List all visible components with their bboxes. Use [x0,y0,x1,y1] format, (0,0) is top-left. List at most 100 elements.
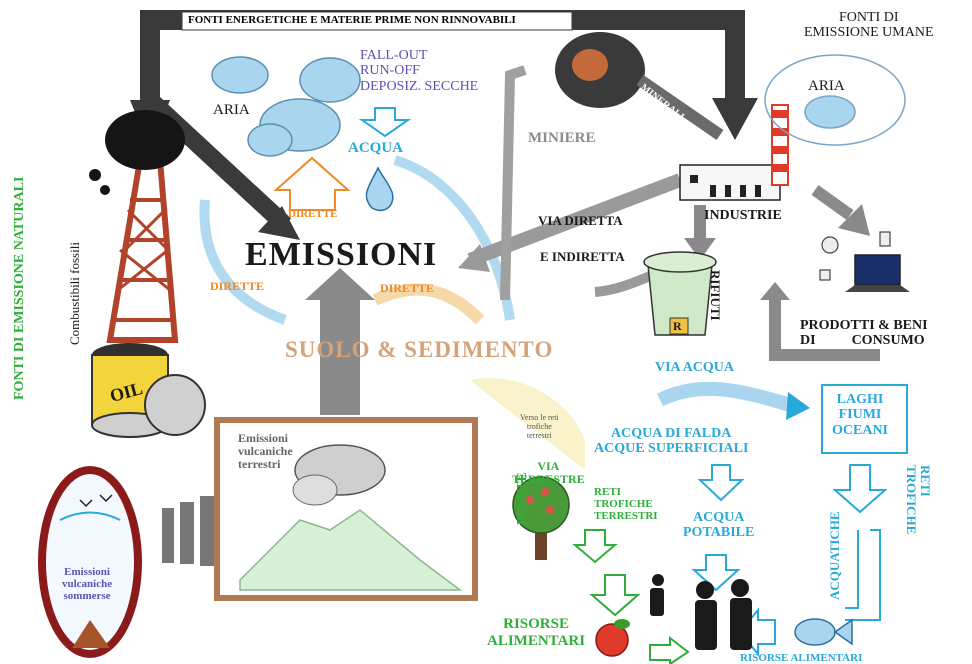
laghi-line2: FIUMI [838,407,882,423]
chimney-icon [771,104,789,186]
industrie-label: INDUSTRIE [704,208,782,223]
fonti-umane-line2: EMISSIONE UMANE [804,25,934,41]
verso-reti-line1: Verso le reti [520,413,559,422]
cloud-right [764,54,906,146]
acqua-falda-label: ACQUA DI FALDA ACQUE SUPERFICIALI [594,426,748,457]
green-arrows [572,529,690,664]
grey-up-arrow [305,268,375,415]
orange-up-arrow [273,156,351,211]
laghi-line1: LAGHI [836,392,884,407]
dirette-right-label: DIRETTE [380,281,435,295]
industry-building-icon [679,164,781,201]
acqua-falda-line1: ACQUA DI FALDA [611,426,732,441]
laghi-line3: OCEANI [832,422,889,438]
acqua-potabile-line1: ACQUA [692,510,745,525]
vulcaniche-sommerse-line2: vulcaniche [62,578,113,591]
vulcaniche-sommerse-line1: Emissioni [64,566,110,578]
fallout-label: FALL-OUT RUN-OFF DEPOSIZ. SECCHE [360,48,478,94]
acquatiche-label: ACQUATICHE [827,511,842,600]
fallout-line1: FALL-OUT [360,48,428,63]
vulcaniche-terrestri-label: Emissioni vulcaniche terrestri [238,431,293,472]
combustibili-fossili-label: Combustibili fossili [67,242,82,345]
submarine-volcano-oval [38,466,142,658]
orange-curve-right [372,283,485,325]
acqua-potabile-line2: POTABILE [683,525,755,541]
grey-industrie-to-prodotti [811,185,870,236]
aria-left-label: ARIA [213,102,250,118]
verso-reti-label: Verso le reti trofiche terrestri [520,413,559,440]
prodotti-line2: DI [800,333,816,349]
via-terrestre-label: VIA TERRESTRE [512,459,585,487]
laptop-icon [845,254,910,292]
prodotti-label: PRODOTTI & BENI DI CONSUMO [800,318,928,349]
suolo-sedimento-label: SUOLO & SEDIMENTO [285,337,554,362]
grey-miniere-arrow [500,65,527,301]
dirette-top-label: DIRETTE [288,208,338,220]
laghi-label: LAGHI FIUMI OCEANI [832,392,888,438]
miniere-label: MINIERE [528,130,596,146]
laghi-box [821,384,908,454]
pipe-icon [845,529,881,621]
hollow-arrows [691,464,888,657]
fallout-line2: RUN-OFF [360,63,420,79]
verso-reti-shape [470,378,585,470]
fonti-umane-label: FONTI DI EMISSIONE UMANE [804,10,934,41]
grey-industrie-to-rifiuti [684,205,716,260]
grey-prodotti-loop-arrow [760,282,880,361]
rifiuti-label: RIFIUTI [708,270,723,321]
acqua-potabile-label: ACQUA POTABILE [683,510,754,541]
via-acqua-label: VIA ACQUA [655,360,734,375]
tree-icon [512,476,570,560]
reti-right-line2: TROFICHE [903,465,919,535]
via-terrestre-line1: VIA [537,459,560,473]
acqua-top-label: ACQUA [348,140,403,156]
fish-icon [794,618,853,646]
bar-stack [162,496,216,566]
reti-right-line1: RETI [918,465,933,497]
vulcaniche-sommerse-label: Emissioni vulcaniche sommerse [62,566,112,602]
via-terrestre-line2: TERRESTRE [512,472,585,487]
via-acqua-arrow [656,381,810,420]
people-icon [650,574,752,650]
products-icon [819,231,891,281]
risorse-bottom-label: RISORSE ALIMENTARI [740,652,863,664]
risorse-left-line1: RISORSE [503,616,569,632]
e-indiretta-label: E INDIRETTA [540,249,625,264]
acqua-down-arrow [358,107,412,138]
risorse-left-line2: ALIMENTARI [487,632,586,649]
vulcaniche-terrestri-line2: vulcaniche [238,444,293,459]
mine-cart-icon [555,32,724,140]
vulcaniche-terrestri-line1: Emissioni [238,431,289,445]
oil-derrick-icon [89,110,185,343]
via-diretta-label: VIA DIRETTA [538,213,623,228]
verso-reti-line2: trofiche [526,421,552,431]
reti-terrestri-line3: TERRESTRI [594,510,658,523]
prodotti-line1: PRODOTTI & BENI [800,318,928,333]
dirette-left-label: DIRETTE [210,279,265,293]
fallout-line3: DEPOSIZ. SECCHE [360,78,479,94]
emissioni-title: EMISSIONI [245,236,438,273]
fonti-naturali-label: FONTI DI EMISSIONE NATURALI [12,176,27,400]
trash-can-icon [643,251,717,336]
reti-terrestri-line1: RETI [594,486,621,498]
reti-terrestri-line2: TROFICHE [594,498,653,511]
fonti-umane-line1: FONTI DI [839,10,899,25]
cloud-left-group [211,56,361,157]
piante-label: PIANTE [515,472,530,525]
reti-right-label: RETI TROFICHE [903,465,933,535]
top-banner-label: FONTI ENERGETICHE E MATERIE PRIME NON RI… [188,14,516,26]
vulcaniche-terrestri-line3: terrestri [238,457,281,472]
oil-barrel-icon [91,343,206,438]
vulcaniche-sommerse-line3: sommerse [63,590,111,603]
r-letter: R [673,319,682,333]
aria-right-label: ARIA [808,78,845,94]
reti-terrestri-label: RETI TROFICHE TERRESTRI [594,486,658,522]
apple-icon [595,619,630,657]
prodotti-line3: CONSUMO [851,333,925,349]
acqua-falda-line2: ACQUE SUPERFICIALI [594,441,749,457]
verso-reti-line3: terrestri [526,430,552,440]
water-drop-icon [365,166,394,212]
risorse-left-label: RISORSE ALIMENTARI [487,616,585,649]
